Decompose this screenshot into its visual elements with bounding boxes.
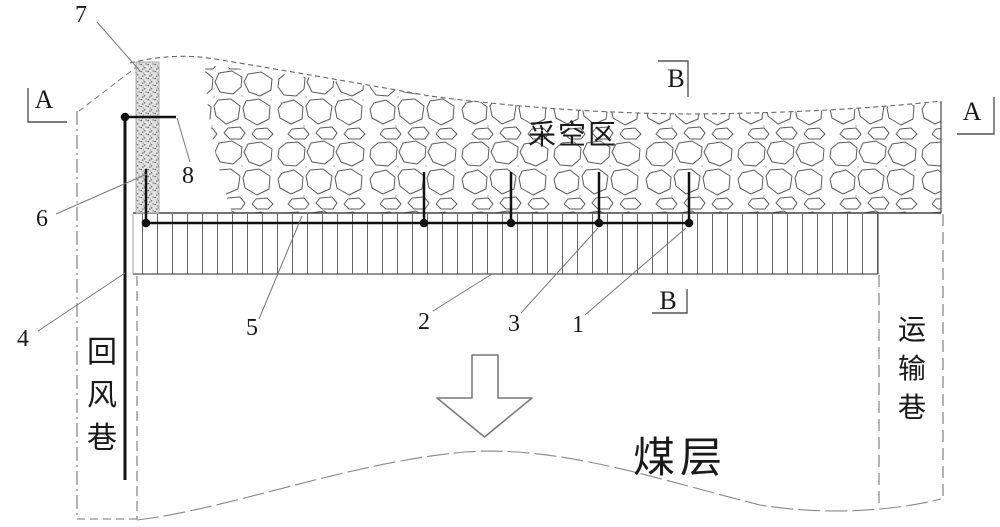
callout-3: 3 bbox=[508, 311, 520, 337]
boundary-lines bbox=[76, 55, 944, 521]
callout-4: 4 bbox=[17, 326, 29, 352]
section-marker-a-right: A bbox=[962, 97, 982, 126]
callout-leaders bbox=[37, 21, 687, 332]
callout-6: 6 bbox=[36, 206, 48, 232]
transport-roadway-label: 运输巷 bbox=[894, 314, 925, 432]
sealing-strip bbox=[135, 61, 160, 214]
section-marker-b-top: B bbox=[667, 64, 685, 93]
bolt-dots bbox=[120, 112, 694, 228]
down-arrow-icon bbox=[436, 354, 533, 438]
return-airway-label: 回风巷 bbox=[82, 335, 115, 465]
callout-1: 1 bbox=[572, 312, 584, 338]
callout-2: 2 bbox=[418, 309, 430, 335]
coal-seam-label: 煤层 bbox=[632, 436, 728, 482]
section-marker-a-left: A bbox=[34, 85, 54, 114]
callout-8: 8 bbox=[182, 163, 194, 189]
section-brackets bbox=[27, 60, 995, 314]
section-marker-b-bottom: B bbox=[659, 286, 677, 315]
goaf-area-label: 采空区 bbox=[527, 120, 619, 151]
callout-5: 5 bbox=[246, 315, 258, 341]
callout-7: 7 bbox=[75, 2, 87, 28]
